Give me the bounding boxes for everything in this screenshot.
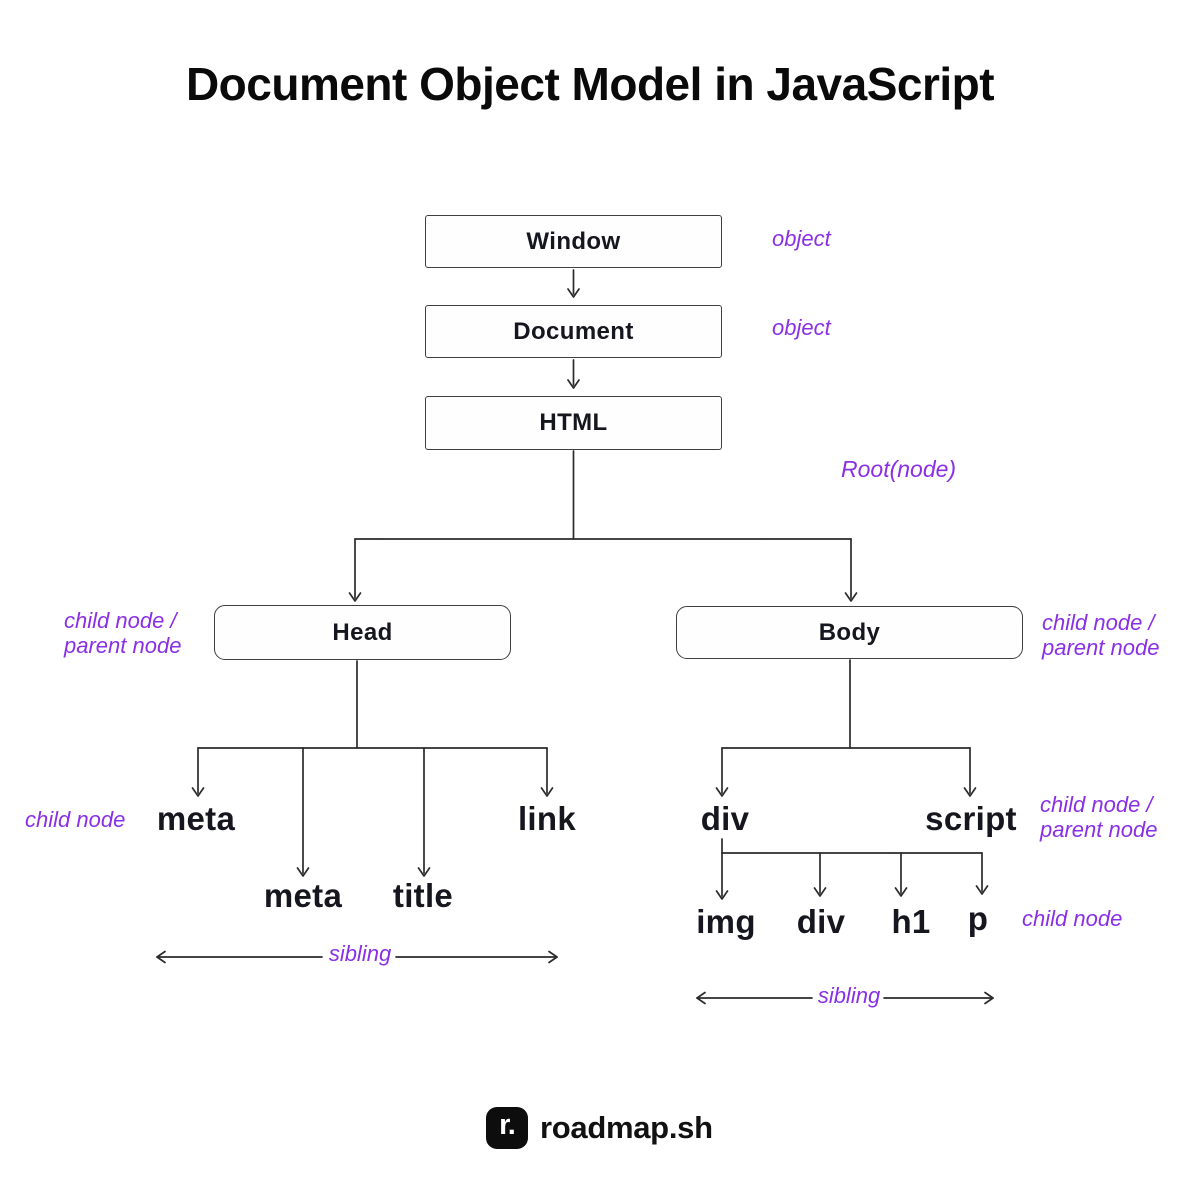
annotation-script-side-line1: child node / <box>1040 792 1153 817</box>
annotation-body-side: child node / parent node <box>1042 610 1159 660</box>
node-head-label: Head <box>332 618 393 646</box>
node-window: Window <box>425 215 722 268</box>
node-window-label: Window <box>526 227 621 255</box>
annotation-sibling-div: sibling <box>817 983 881 1008</box>
annotation-object-window: object <box>772 226 831 251</box>
node-meta-2: meta <box>263 877 343 914</box>
edge-body-children <box>715 659 977 797</box>
edge-html-children <box>348 450 858 602</box>
annotation-script-side: child node / parent node <box>1040 792 1157 842</box>
node-img: img <box>696 903 756 940</box>
annotation-object-document: object <box>772 315 831 340</box>
brand-name: roadmap.sh <box>540 1110 713 1145</box>
annotation-head-side-line1: child node / <box>64 608 177 633</box>
node-html: HTML <box>425 396 722 450</box>
annotation-sibling-head: sibling <box>328 941 392 966</box>
roadmap-logo-glyph: r. <box>499 1108 516 1141</box>
node-link: link <box>517 800 577 837</box>
node-div-2: div <box>796 903 846 940</box>
node-h1: h1 <box>891 903 931 940</box>
node-script: script <box>925 800 1017 837</box>
annotation-head-side: child node / parent node <box>64 608 181 658</box>
node-head: Head <box>214 605 511 660</box>
edge-document-html <box>567 359 580 389</box>
annotation-script-side-line2: parent node <box>1040 817 1158 842</box>
node-title: title <box>392 877 454 914</box>
node-meta-1: meta <box>156 800 236 837</box>
node-p: p <box>967 900 989 937</box>
annotation-p-side: child node <box>1022 906 1123 931</box>
brand-footer: r. roadmap.sh <box>486 1107 713 1149</box>
page-title: Document Object Model in JavaScript <box>185 58 995 110</box>
node-body: Body <box>676 606 1023 659</box>
edge-div-children <box>715 838 989 900</box>
node-document-label: Document <box>513 317 634 345</box>
node-html-label: HTML <box>539 409 608 436</box>
roadmap-logo-icon: r. <box>486 1107 528 1149</box>
annotation-body-side-line1: child node / <box>1042 610 1155 635</box>
annotation-meta-side: child node <box>25 807 126 832</box>
edge-head-children <box>191 660 554 877</box>
node-div: div <box>700 800 750 837</box>
annotation-body-side-line2: parent node <box>1042 635 1160 660</box>
node-body-label: Body <box>818 618 881 646</box>
annotation-head-side-line2: parent node <box>64 633 182 658</box>
annotation-root-node: Root(node) <box>841 456 957 482</box>
node-document: Document <box>425 305 722 358</box>
sibling-arrow-div <box>696 991 994 1005</box>
sibling-arrow-head <box>156 950 558 964</box>
edge-window-document <box>567 269 580 298</box>
